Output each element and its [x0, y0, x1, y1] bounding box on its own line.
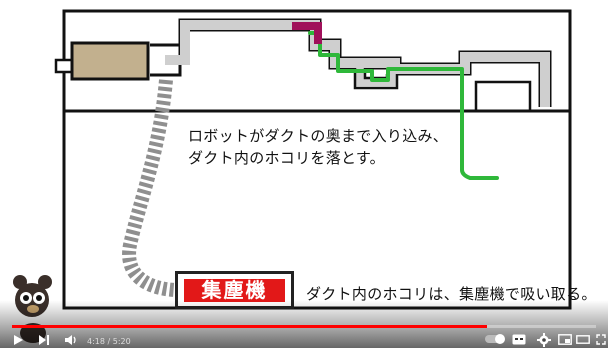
video-caption-line-2: ダクト内のホコリを落とす。 [188, 149, 385, 167]
volume-button[interactable] [64, 334, 78, 349]
play-icon [14, 335, 23, 345]
gear-icon [537, 333, 551, 347]
progress-bar[interactable] [12, 325, 596, 328]
duct-drop-outline [474, 80, 532, 110]
fullscreen-button[interactable] [596, 334, 606, 348]
miniplayer-icon [558, 334, 572, 345]
theater-button[interactable] [576, 334, 590, 348]
next-icon [39, 335, 49, 345]
collector-hose [122, 79, 176, 297]
miniplayer-button[interactable] [558, 334, 572, 348]
settings-button[interactable] [537, 333, 551, 350]
filter-unit [70, 41, 150, 81]
video-caption-line-1: ロボットがダクトの奥まで入り込み、 [188, 127, 449, 145]
autoplay-knob [495, 334, 505, 344]
autoplay-toggle[interactable] [485, 334, 505, 344]
duct-end-cap [54, 58, 74, 74]
subtitles-icon [512, 334, 526, 345]
fullscreen-icon [596, 334, 606, 345]
robot-head [292, 22, 322, 44]
play-button[interactable] [12, 334, 24, 349]
dust-collector-label: 集塵機 [184, 279, 285, 302]
collector-caption: ダクト内のホコリは、集塵機で吸い取る。 [306, 285, 597, 303]
duct-fill [165, 20, 550, 107]
next-button[interactable] [38, 334, 50, 349]
volume-icon [65, 335, 76, 345]
progress-fill [12, 325, 488, 328]
subtitles-button[interactable] [512, 334, 526, 348]
time-display: 4:18 / 5:20 [87, 337, 131, 346]
controls-overlay [0, 300, 608, 348]
theater-icon [576, 335, 590, 344]
robot-path [308, 31, 499, 180]
